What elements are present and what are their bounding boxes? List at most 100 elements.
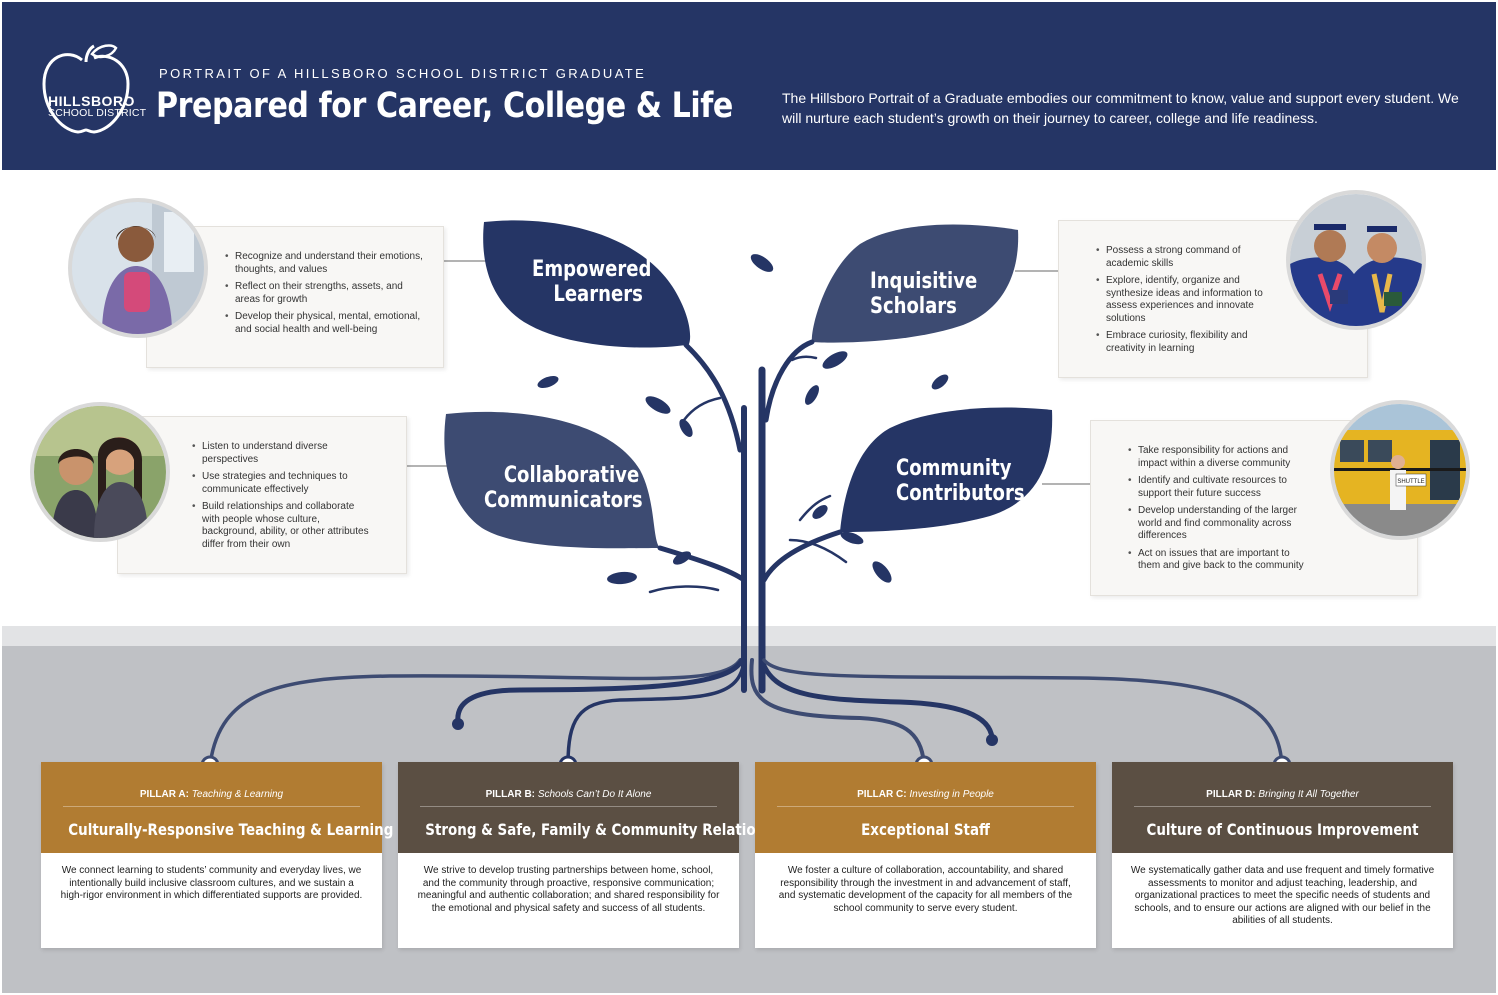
leaf-empowered-learners [483, 220, 691, 348]
header-eyebrow: PORTRAIT OF A HILLSBORO SCHOOL DISTRICT … [159, 66, 647, 81]
leaf-label-line: Empowered [532, 257, 652, 282]
twig [798, 494, 832, 522]
photo-illustration [72, 202, 204, 334]
pillar-eyebrow: PILLAR A: Teaching & Learning [41, 789, 382, 800]
pillar-title: Exceptional Staff [861, 820, 990, 839]
pillar-eyebrow: PILLAR C: Investing in People [755, 789, 1096, 800]
header-banner: HILLSBORO SCHOOL DISTRICT PORTRAIT OF A … [2, 2, 1496, 170]
page-title: Prepared for Career, College & Life [156, 86, 733, 126]
leaf-label-line: Contributors [896, 481, 1025, 506]
root-pillar-b [566, 658, 746, 767]
leaf-label-community: Community Contributors [896, 456, 1025, 506]
pillar-d: PILLAR D: Bringing It All Together Cultu… [1112, 762, 1453, 948]
pillar-header: PILLAR B: Schools Can’t Do It Alone Stro… [398, 762, 806, 853]
pillar-subtitle: Teaching & Learning [191, 789, 284, 800]
pillar-subtitle: Bringing It All Together [1258, 789, 1359, 800]
leaf-label-line: Communicators [484, 488, 643, 513]
list-item: Build relationships and collaborate with… [192, 501, 372, 551]
divider [777, 806, 1074, 807]
twig [788, 538, 848, 564]
bullet-list: Take responsibility for actions and impa… [1128, 445, 1308, 578]
leaflet [812, 505, 828, 519]
branch-inquisitive [763, 339, 815, 423]
pillar-title: Culture of Continuous Improvement [1146, 820, 1419, 839]
apple-logo-icon [42, 44, 130, 134]
bullet-list: Listen to understand diverse perspective… [192, 441, 372, 556]
leaf-label-line: Inquisitive [870, 269, 978, 294]
leaflet [672, 551, 692, 565]
list-item: Explore, identify, organize and synthesi… [1096, 275, 1276, 325]
pillar-label: PILLAR A: [139, 789, 189, 800]
logo-line-2: SCHOOL DISTRICT [48, 107, 147, 119]
leaflet [805, 385, 819, 405]
root-end-dot [986, 734, 998, 746]
leaflet [750, 254, 774, 272]
list-item: Use strategies and techniques to communi… [192, 471, 372, 496]
leaflet [537, 375, 559, 389]
pillar-header: PILLAR D: Bringing It All Together Cultu… [1112, 762, 1453, 853]
list-item: Act on issues that are important to them… [1128, 548, 1308, 573]
list-item: Take responsibility for actions and impa… [1128, 445, 1308, 470]
student-photo-graduates [1286, 190, 1426, 330]
pillar-label: PILLAR C: [857, 789, 907, 800]
leaf-inquisitive-scholars [811, 224, 1019, 343]
leaflet [679, 418, 693, 438]
leaf-community-contributors [840, 407, 1053, 532]
pillar-c: PILLAR C: Investing in People Exceptiona… [755, 762, 1096, 948]
pillar-body: We strive to develop trusting partnershi… [417, 865, 720, 914]
ground-band [2, 626, 1496, 646]
divider [63, 806, 360, 807]
pillar-a: PILLAR A: Teaching & Learning Culturally… [41, 762, 394, 948]
leaflet [872, 561, 892, 583]
pillar-body: We connect learning to students’ communi… [60, 865, 363, 901]
list-item: Possess a strong command of academic ski… [1096, 245, 1276, 270]
bullet-list: Possess a strong command of academic ski… [1096, 245, 1276, 360]
list-item: Listen to understand diverse perspective… [192, 441, 372, 466]
student-photo-two-smiling [30, 402, 170, 542]
leaf-label-line: Learners [553, 282, 643, 307]
branch-empowered [683, 342, 743, 453]
pillar-eyebrow: PILLAR D: Bringing It All Together [1112, 789, 1453, 800]
leaflet [607, 571, 637, 585]
leaf-label-line: Collaborative [503, 463, 640, 488]
twig [682, 396, 722, 422]
photo-illustration [34, 406, 166, 538]
pillar-subtitle: Investing in People [909, 789, 994, 800]
header-intro: The Hillsboro Portrait of a Graduate emb… [782, 90, 1459, 126]
leaflet [822, 351, 848, 369]
list-item: Reflect on their strengths, assets, and … [225, 281, 425, 306]
pillar-b: PILLAR B: Schools Can’t Do It Alone Stro… [398, 762, 806, 948]
photo-illustration [1290, 194, 1422, 326]
leaf-label-empowered: Empowered Learners [532, 257, 651, 307]
root-pillar-d [762, 658, 1284, 767]
student-photo-school-bus: SHUTTLE [1330, 400, 1470, 540]
logo-wordmark: HILLSBORO SCHOOL DISTRICT [48, 94, 146, 119]
student-photo-girl-backpack [68, 198, 208, 338]
pillar-title: Culturally-Responsive Teaching & Learnin… [68, 820, 394, 839]
pillar-label: PILLAR B: [485, 789, 536, 800]
leaflet [931, 374, 949, 390]
list-item: Recognize and understand their emotions,… [225, 251, 425, 276]
pillar-title: Strong & Safe, Family & Community Relati… [425, 820, 806, 839]
pillar-header: PILLAR C: Investing in People Exceptiona… [755, 762, 1096, 853]
branch-community [761, 529, 843, 583]
photo-illustration: SHUTTLE [1334, 404, 1466, 536]
twig [790, 355, 818, 362]
list-item: Identify and cultivate resources to supp… [1128, 475, 1308, 500]
branch-collaborative [657, 545, 747, 583]
pillar-subtitle: Schools Can’t Do It Alone [537, 789, 652, 800]
root-pillar-a [208, 658, 742, 767]
divider [420, 806, 717, 807]
list-item: Develop their physical, mental, emotiona… [225, 311, 425, 336]
divider [1134, 806, 1431, 807]
root-right-end [759, 657, 995, 741]
root-center [749, 658, 926, 767]
list-item: Develop understanding of the larger worl… [1128, 505, 1308, 543]
leaflet [645, 396, 671, 414]
pillar-eyebrow: PILLAR B: Schools Can’t Do It Alone [398, 789, 739, 800]
twig [648, 585, 720, 594]
root-left-end [455, 657, 745, 725]
pillar-header: PILLAR A: Teaching & Learning Culturally… [41, 762, 394, 853]
bullet-list: Recognize and understand their emotions,… [225, 251, 425, 341]
list-item: Embrace curiosity, flexibility and creat… [1096, 330, 1276, 355]
